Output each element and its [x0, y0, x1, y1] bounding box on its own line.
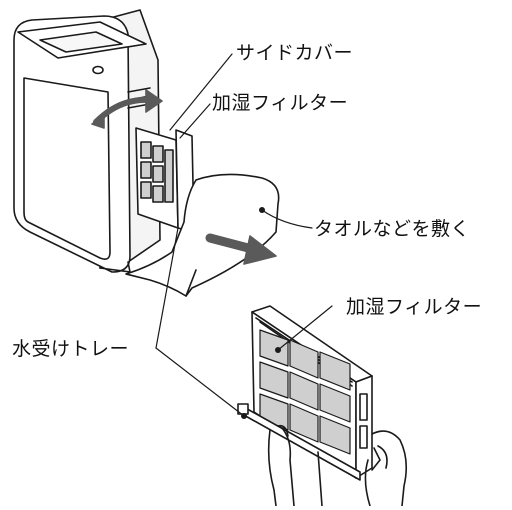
towel	[125, 173, 280, 297]
label-humidifier-filter-top: 加湿フィルター	[212, 92, 349, 114]
humidifier-unit	[13, 9, 161, 273]
label-humidifier-filter-bottom: 加湿フィルター	[346, 296, 483, 318]
leader-side-cover	[169, 53, 233, 131]
label-side-cover: サイドカバー	[236, 42, 354, 64]
label-towel-instruction: タオルなどを敷く	[314, 218, 471, 240]
leader-tray-bottom	[155, 347, 245, 417]
hands	[267, 424, 408, 507]
label-water-tray: 水受けトレー	[12, 338, 130, 360]
leader-tray-top	[155, 227, 179, 349]
leader-filter-top	[179, 103, 211, 139]
open-cover-arrow	[91, 89, 163, 129]
removed-filter	[237, 305, 373, 481]
pull-out-arrow	[205, 233, 277, 265]
leader-filter-bottom	[277, 305, 333, 351]
leader-towel	[261, 209, 313, 229]
leader-lines	[155, 53, 333, 419]
